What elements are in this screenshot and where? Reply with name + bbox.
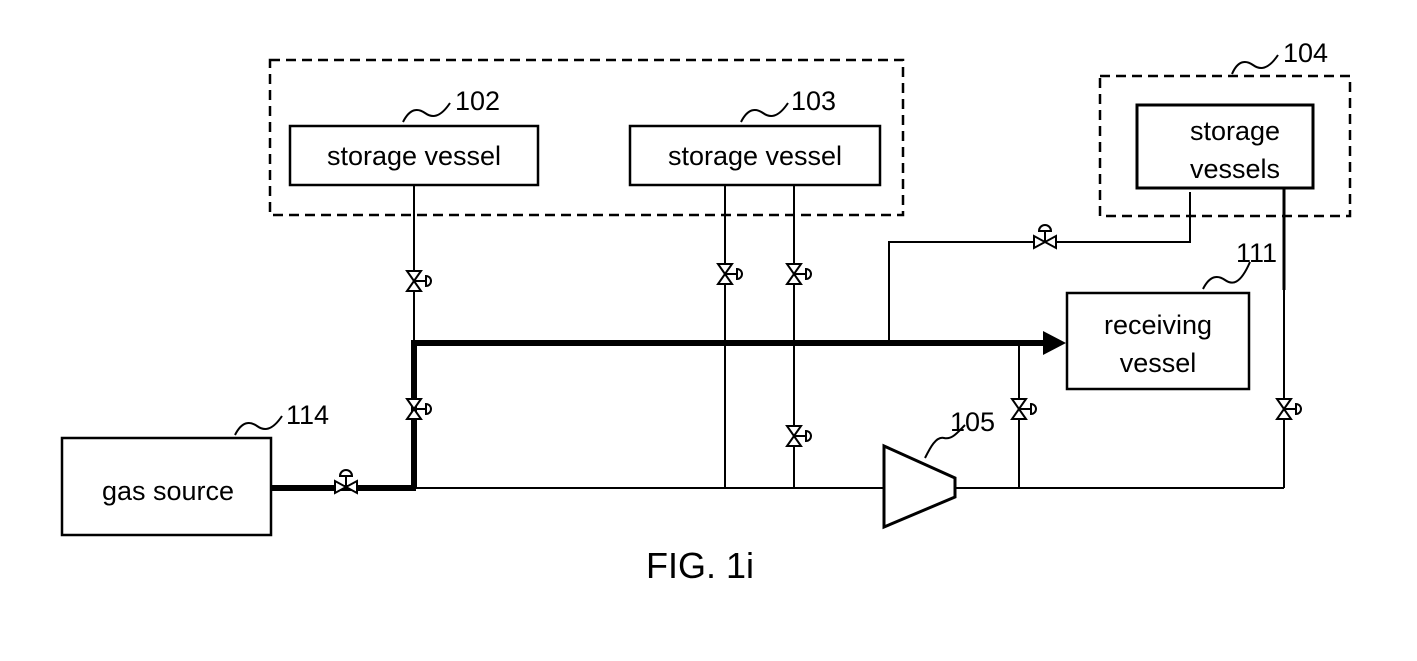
receiving-vessel-111-label-line2: vessel — [1120, 348, 1197, 378]
storage-vessels-104: storage vessels — [1137, 105, 1313, 188]
ref-104: 104 — [1283, 38, 1328, 68]
storage-vessels-104-label-line1: storage — [1190, 116, 1280, 146]
leader-114 — [235, 416, 282, 435]
ref-111: 111 — [1236, 238, 1277, 268]
gas-source-114-label: gas source — [102, 476, 234, 506]
leader-104 — [1232, 55, 1278, 74]
flow-arrowhead — [1043, 331, 1066, 355]
ref-102: 102 — [455, 86, 500, 116]
storage-vessels-104-label-line2: vessels — [1190, 154, 1280, 184]
valve-vessels-104-return — [1277, 399, 1301, 419]
receiving-vessel-111: receiving vessel — [1067, 293, 1249, 389]
storage-vessel-102-label: storage vessel — [327, 141, 501, 171]
valve-gas-source-riser — [407, 399, 431, 419]
ref-114: 114 — [286, 400, 329, 430]
regulator-valve-vessels-104 — [1034, 225, 1056, 248]
receiving-vessel-111-label-line1: receiving — [1104, 310, 1212, 340]
valve-compressor-bypass — [1012, 399, 1036, 419]
leader-102 — [403, 103, 450, 122]
storage-vessel-103-label: storage vessel — [668, 141, 842, 171]
figure-caption: FIG. 1i — [646, 545, 754, 586]
valve-vessel-103-a — [718, 264, 742, 284]
ref-105: 105 — [950, 407, 995, 437]
storage-vessel-103: storage vessel — [630, 126, 880, 185]
valve-vessel-103-b — [787, 264, 811, 284]
leader-103 — [741, 103, 788, 122]
valve-vessel-102 — [407, 271, 431, 291]
compressor-105 — [884, 446, 955, 527]
gas-source-114: gas source — [62, 438, 271, 535]
ref-103: 103 — [791, 86, 836, 116]
storage-vessel-102: storage vessel — [290, 126, 538, 185]
valve-lower-branch — [787, 426, 811, 446]
